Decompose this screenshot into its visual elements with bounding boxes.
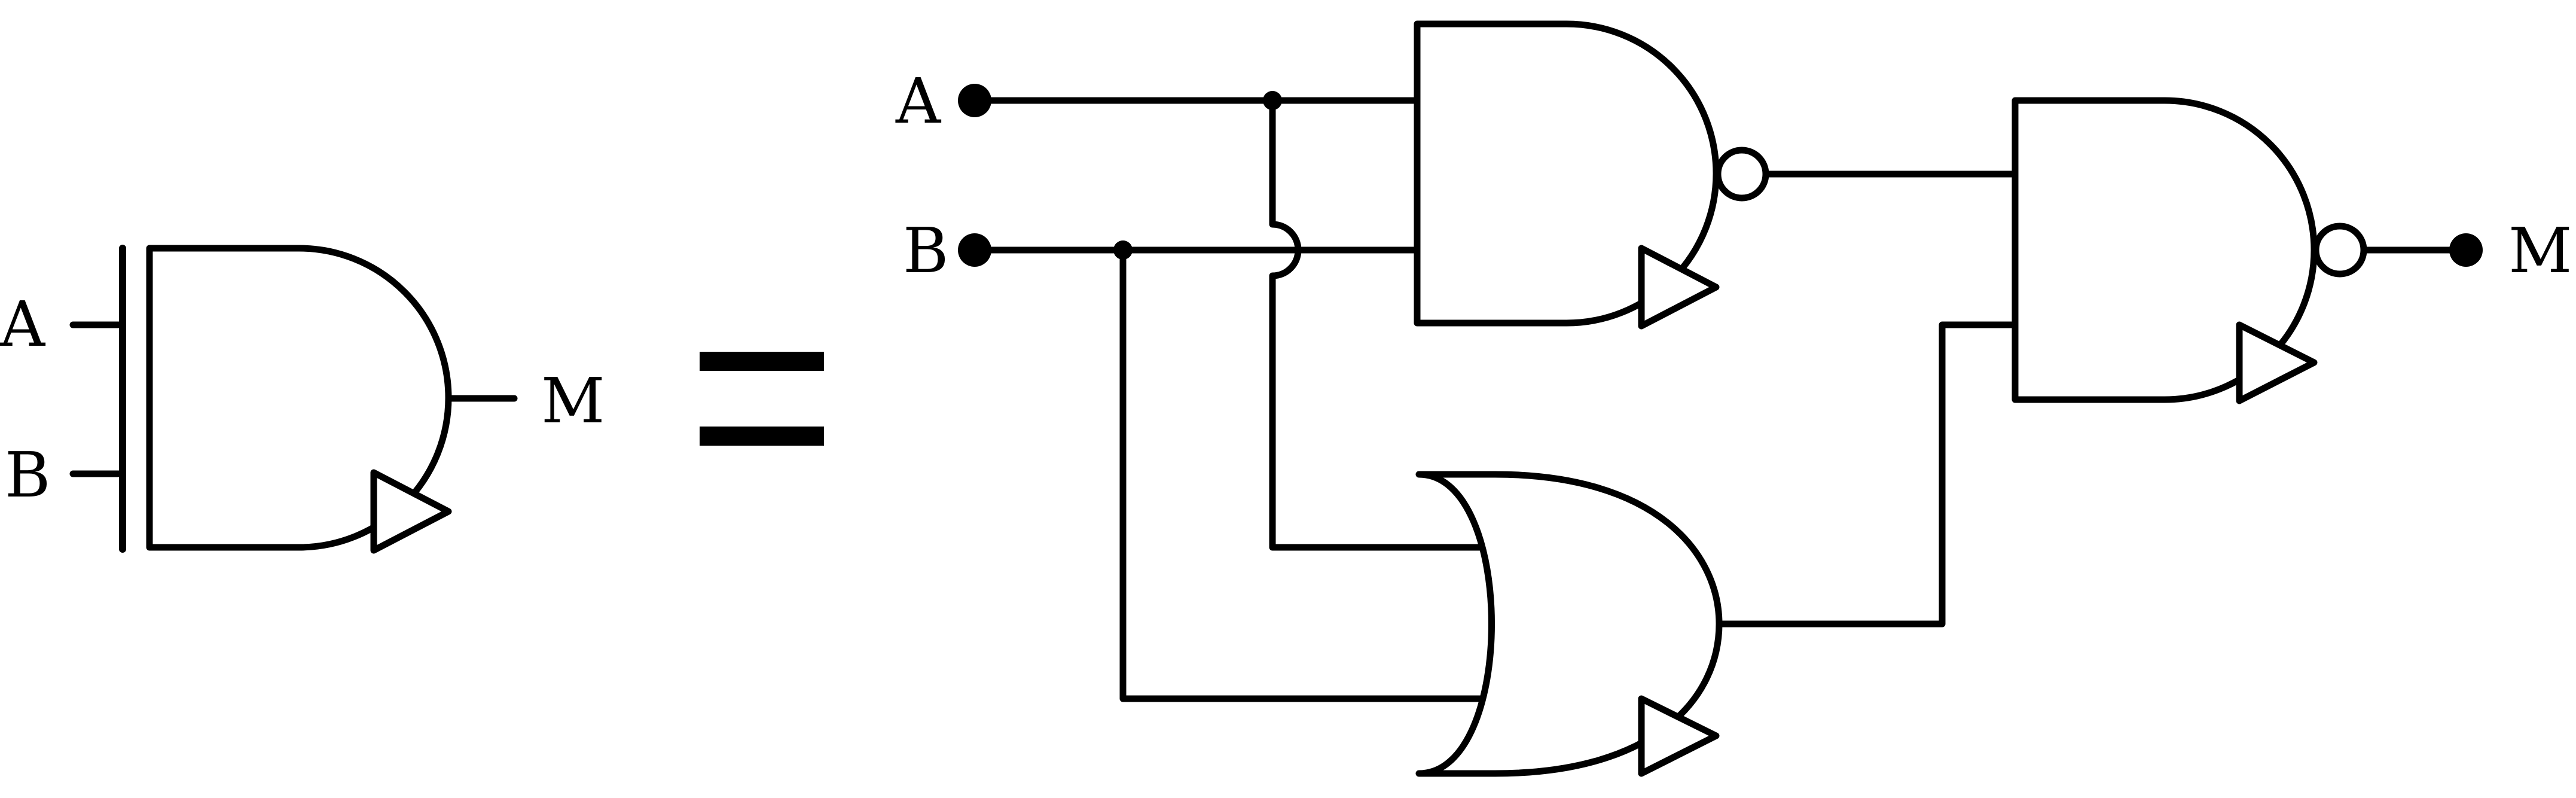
buffer-triangle xyxy=(370,469,452,554)
label-b: B xyxy=(5,438,50,511)
output-m-terminal xyxy=(2449,233,2483,267)
expanded-circuit: A B M xyxy=(895,20,2572,777)
or-gate-triangle xyxy=(1638,695,1720,777)
wire-b-to-or xyxy=(1119,246,1487,702)
input-b-label: B xyxy=(903,214,948,287)
input-a-label: A xyxy=(895,65,942,138)
label-m: M xyxy=(541,364,605,437)
composite-gate-symbol: A B M xyxy=(0,245,605,554)
label-a: A xyxy=(0,288,46,361)
nand-gate-2-triangle xyxy=(2236,321,2318,404)
equals-top-bar xyxy=(700,352,824,371)
nand-gate-1-triangle xyxy=(1638,245,1720,330)
equals-sign xyxy=(700,352,824,446)
nand-gate-2-bubble xyxy=(2312,223,2367,278)
nand-gate-1-bubble xyxy=(1714,147,1769,202)
wire-or-out xyxy=(1716,321,2019,628)
output-m-label: M xyxy=(2508,214,2572,287)
equals-bottom-bar xyxy=(700,427,824,446)
